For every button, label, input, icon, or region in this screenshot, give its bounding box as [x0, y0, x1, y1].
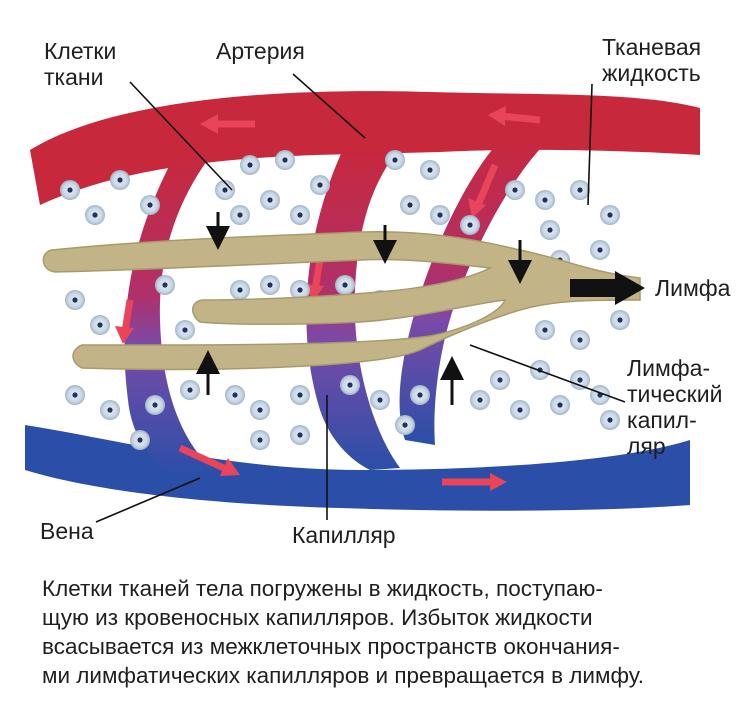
cell-nucleus — [232, 392, 237, 397]
cell-nucleus — [147, 202, 152, 207]
label-tissue-cells: Клетки ткани — [44, 38, 116, 90]
cell-nucleus — [467, 222, 472, 227]
label-lymph: Лимфа — [655, 275, 730, 301]
cell-nucleus — [67, 187, 72, 192]
cell-nucleus — [282, 157, 287, 162]
cell-nucleus — [257, 407, 262, 412]
cell-nucleus — [557, 402, 562, 407]
label-vein: Вена — [40, 518, 94, 544]
cell-nucleus — [607, 212, 612, 217]
cell-nucleus — [107, 407, 112, 412]
cell-nucleus — [342, 282, 347, 287]
cell-nucleus — [222, 187, 227, 192]
cell-nucleus — [297, 212, 302, 217]
cell-nucleus — [297, 392, 302, 397]
caption-line: ми лимфатических капилляров и превращает… — [42, 661, 742, 690]
caption: Клетки тканей тела погружены в жидкость,… — [42, 574, 742, 690]
cell-nucleus — [597, 247, 602, 252]
cell-nucleus — [477, 397, 482, 402]
cell-nucleus — [182, 327, 187, 332]
cell-nucleus — [517, 407, 522, 412]
caption-line: всасывается из межклеточных пространств … — [42, 632, 742, 661]
cell-nucleus — [497, 377, 502, 382]
cell-nucleus — [267, 282, 272, 287]
cell-nucleus — [377, 397, 382, 402]
cell-nucleus — [547, 227, 552, 232]
cell-nucleus — [392, 157, 397, 162]
cell-nucleus — [577, 337, 582, 342]
caption-line: щую из кровеносных капилляров. Избыток ж… — [42, 603, 742, 632]
cell-nucleus — [542, 197, 547, 202]
cell-nucleus — [402, 422, 407, 427]
cell-nucleus — [117, 177, 122, 182]
cell-nucleus — [267, 197, 272, 202]
label-lymphatic-capillary: Лимфа- тический капил- ляр — [627, 355, 722, 459]
cell-nucleus — [542, 327, 547, 332]
cell-nucleus — [72, 297, 77, 302]
cell-nucleus — [297, 432, 302, 437]
cell-nucleus — [617, 317, 622, 322]
label-artery: Артерия — [216, 38, 305, 64]
cell-nucleus — [577, 187, 582, 192]
caption-line: Клетки тканей тела погружены в жидкость,… — [42, 574, 742, 603]
cell-nucleus — [512, 187, 517, 192]
cell-nucleus — [577, 377, 582, 382]
cell-nucleus — [237, 287, 242, 292]
cell-nucleus — [247, 162, 252, 167]
cell-nucleus — [237, 212, 242, 217]
cell-nucleus — [162, 282, 167, 287]
cell-nucleus — [607, 417, 612, 422]
label-tissue-fluid: Тканевая жидкость — [602, 34, 701, 86]
cell-nucleus — [187, 387, 192, 392]
label-capillary: Капилляр — [292, 522, 396, 548]
cell-nucleus — [97, 322, 102, 327]
cell-nucleus — [257, 437, 262, 442]
cell-nucleus — [437, 212, 442, 217]
cell-nucleus — [417, 392, 422, 397]
cell-nucleus — [152, 402, 157, 407]
cell-nucleus — [72, 392, 77, 397]
cell-nucleus — [92, 212, 97, 217]
cell-nucleus — [137, 437, 142, 442]
cell-nucleus — [347, 382, 352, 387]
cell-nucleus — [427, 167, 432, 172]
cell-nucleus — [317, 182, 322, 187]
cell-nucleus — [297, 287, 302, 292]
cell-nucleus — [407, 202, 412, 207]
